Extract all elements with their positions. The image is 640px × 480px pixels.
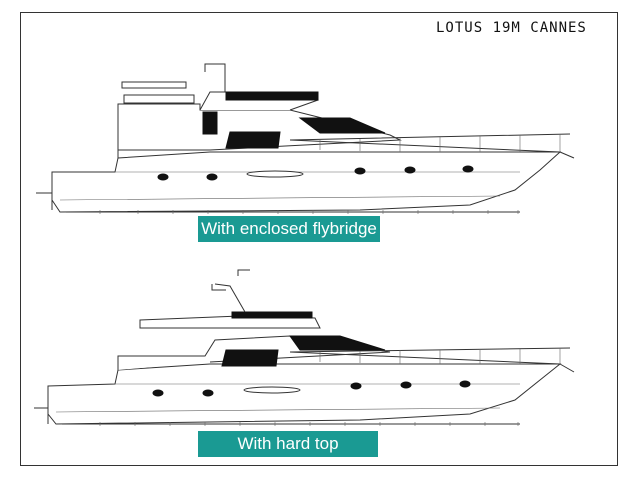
rails-lower: [289, 347, 575, 373]
caption-enclosed-flybridge: With enclosed flybridge: [201, 219, 377, 238]
superstructure-upper: [117, 63, 402, 158]
hull-lower: [34, 363, 562, 425]
caption-hard-top: With hard top: [237, 434, 339, 453]
station-scale-lower: [62, 422, 520, 426]
superstructure-lower: [117, 269, 391, 370]
hull-upper: [36, 151, 562, 213]
caption-badge-hardtop: [198, 431, 378, 457]
station-scale-upper: [66, 210, 520, 214]
model-title: LOTUS 19M CANNES: [436, 20, 587, 36]
rails-upper: [289, 133, 575, 159]
caption-badge-flybridge: [198, 216, 380, 242]
portholes-lower: [152, 380, 471, 397]
portholes-upper: [157, 165, 474, 181]
